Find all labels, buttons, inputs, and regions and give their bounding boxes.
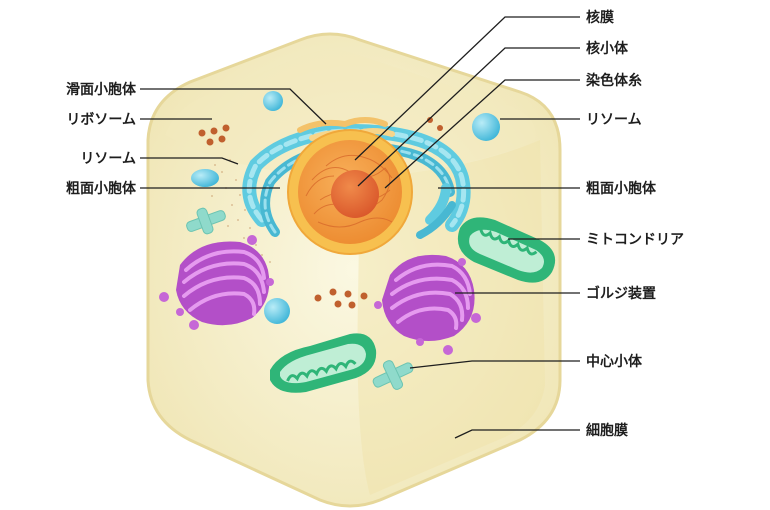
lysosomes [191, 91, 500, 324]
label-lysosome-right: リソーム [586, 112, 642, 128]
golgi-right [374, 254, 481, 355]
label-cell-membrane: 細胞膜 [586, 422, 628, 439]
label-golgi: ゴルジ装置 [586, 285, 656, 302]
label-smooth-er: 滑面小胞体 [66, 81, 137, 98]
label-centrosome: 中心小体 [586, 353, 643, 370]
golgi-left [159, 235, 274, 330]
mitochondrion-left [270, 333, 377, 393]
ribosomes [198, 117, 443, 309]
mitochondrion-right [457, 217, 556, 283]
label-nucleolus: 核小体 [586, 40, 629, 57]
nucleolus-shape [331, 170, 379, 218]
label-rough-er-left: 粗面小胞体 [66, 180, 137, 197]
label-nuclear-envelope: 核膜 [586, 9, 614, 26]
centrioles [186, 207, 414, 390]
label-ribosome: リボソーム [66, 112, 136, 128]
nucleus [287, 129, 413, 255]
label-chromatin: 染色体糸 [586, 72, 642, 89]
label-mitochondria: ミトコンドリア [586, 232, 684, 248]
label-lysosome-left: リソーム [80, 151, 136, 167]
labels: 滑面小胞体 リボソーム リソーム 粗面小胞体 核膜 核小体 染色体糸 リソーム … [66, 9, 684, 439]
label-rough-er-right: 粗面小胞体 [586, 180, 657, 197]
leader-lines [140, 16, 580, 439]
